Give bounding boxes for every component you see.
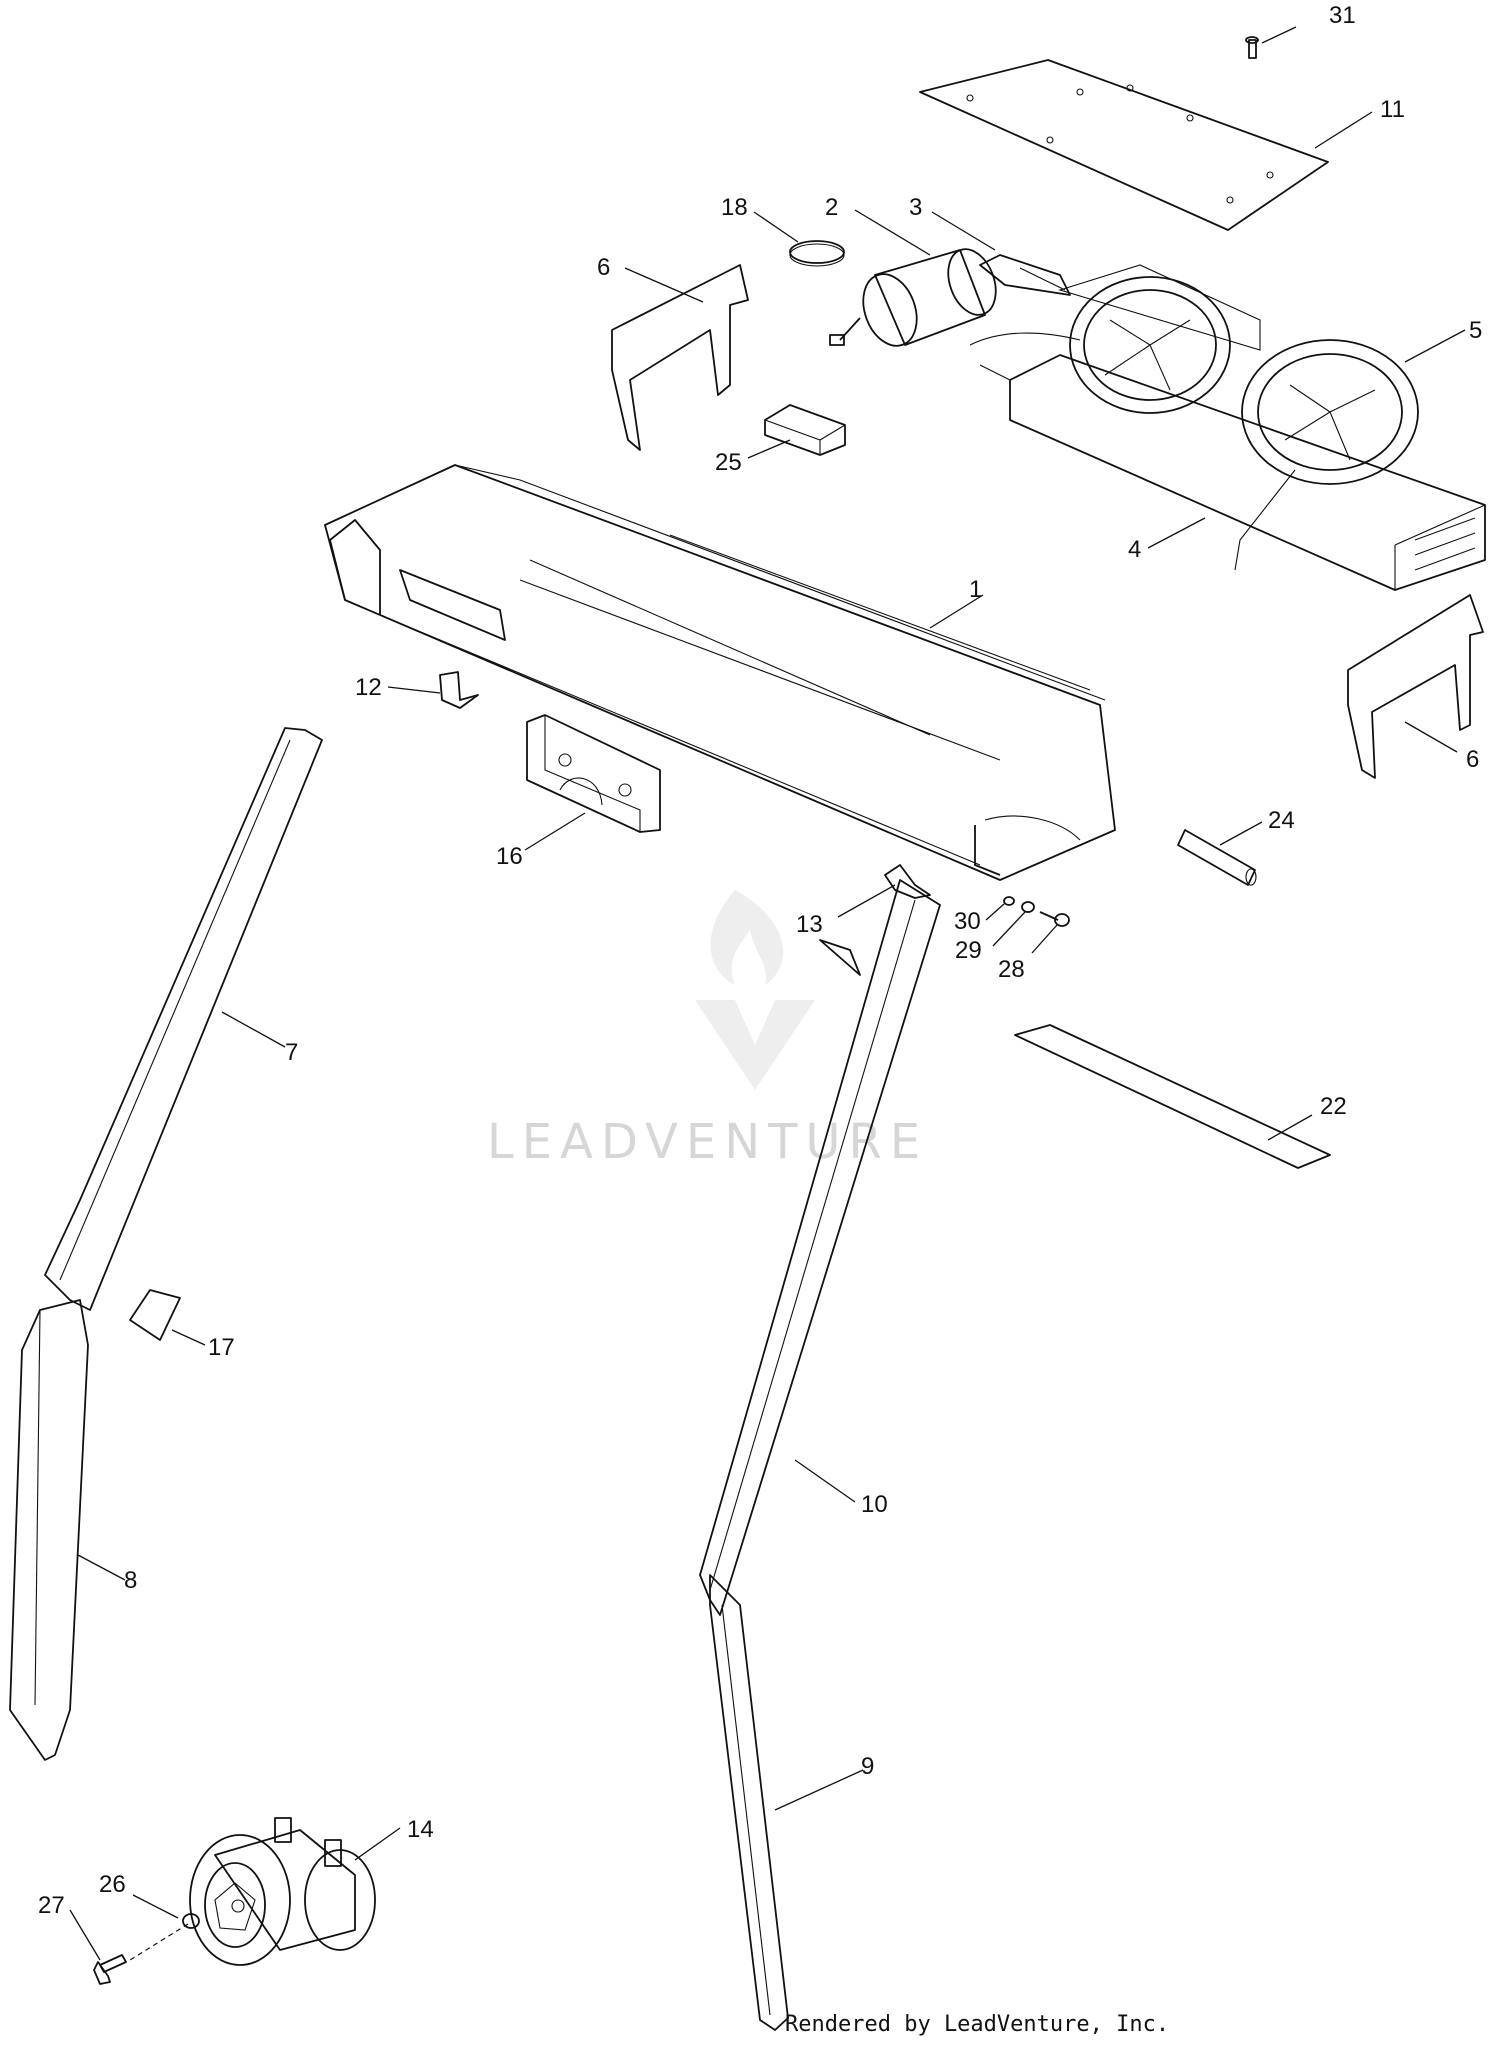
callout-12: 12 [355,674,382,701]
callout-1: 1 [969,576,982,603]
part-17-patch [129,1289,181,1341]
part-25-pad [764,404,846,456]
part-24-tube [1177,829,1257,886]
part-27-bolt [93,1954,127,1985]
callout-7: 7 [285,1039,298,1066]
callout-17: 17 [208,1334,235,1361]
part-10-right-upper-trim [699,879,941,1616]
part-29-washer [1021,901,1035,913]
callout-11: 11 [1380,96,1405,123]
rendered-by-footer: Rendered by LeadVenture, Inc. [785,2012,1169,2037]
callout-4: 4 [1128,536,1141,563]
part-1-housing [324,464,1116,881]
callout-14: 14 [407,1816,434,1843]
callout-30: 30 [954,908,981,935]
callout-18: 18 [721,194,748,221]
part-2-receiver-drier [829,248,997,347]
callout-8: 8 [124,1567,137,1594]
callout-22: 22 [1320,1093,1347,1120]
leader-lines [69,26,1466,1961]
part-6-bracket-upper [611,264,749,451]
part-6-bracket-lower [1347,594,1484,779]
callout-6-lower: 6 [1466,746,1479,773]
callout-28: 28 [998,956,1025,983]
part-16-insulation-block [526,714,661,833]
callout-13: 13 [796,911,823,938]
callout-27: 27 [38,1892,65,1919]
part-18-clamp [789,240,845,267]
callout-9: 9 [861,1753,874,1780]
part-4-evaporator-coil [979,354,1486,591]
callout-3: 3 [909,194,922,221]
watermark-text: LEADVENTURE [487,1114,928,1170]
part-12-clip [439,671,479,709]
part-28-bolt [1039,911,1070,927]
callout-25: 25 [715,449,742,476]
callout-16: 16 [496,843,523,870]
part-22-strip [1014,1024,1331,1169]
callout-labels: 31 11 18 2 3 6 5 25 4 1 12 16 6 24 13 30… [38,2,1482,1919]
part-13-bracket [884,864,931,899]
part-8-left-lower-trim [9,1299,89,1761]
callout-6-upper: 6 [597,254,610,281]
part-3-fitting [979,254,1071,296]
callout-2: 2 [825,194,838,221]
callout-10: 10 [861,1491,888,1518]
part-7-left-upper-trim [44,727,323,1311]
part-14-compressor [189,1817,376,1966]
callout-26: 26 [99,1871,126,1898]
part-9-right-lower-trim [709,1574,789,2031]
part-11-cover-plate [919,59,1329,231]
callout-5: 5 [1469,317,1482,344]
part-30-washer [1003,896,1015,906]
part-5-fan-assembly [969,264,1419,485]
part-26-washer [129,1913,200,1961]
leadventure-watermark-logo [695,890,815,1090]
callout-29: 29 [955,937,982,964]
callout-24: 24 [1268,807,1295,834]
callout-31: 31 [1329,2,1356,29]
part-31-screw [1245,36,1259,59]
